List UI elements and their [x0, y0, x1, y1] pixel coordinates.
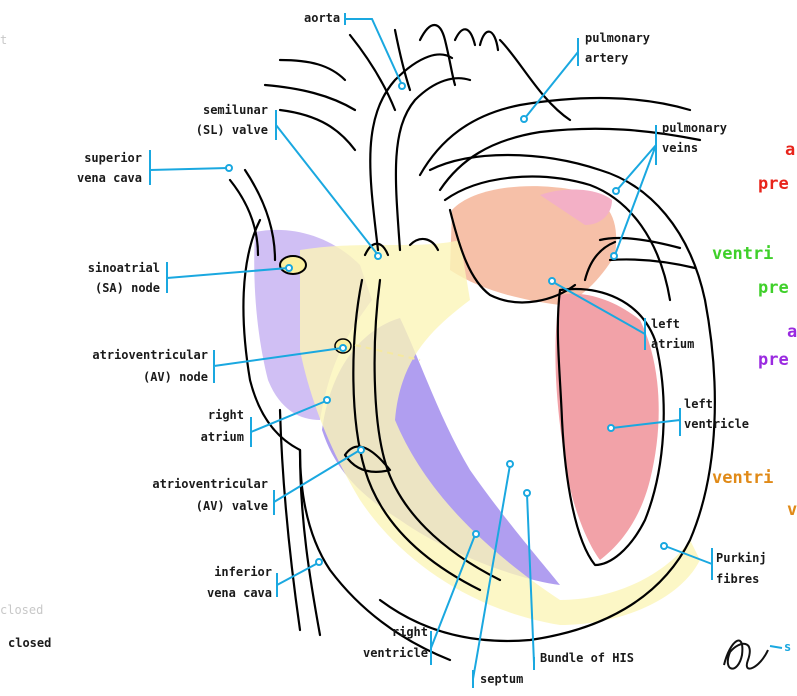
cropped-text-right-8: v [787, 500, 797, 520]
label-right-ventricle-2: ventricle [330, 643, 428, 663]
label-pulmonary-artery-2: artery [585, 48, 628, 68]
label-pulmonary-veins-2: veins [662, 138, 698, 158]
superior-vena-cava-leader [150, 150, 228, 185]
label-atrioventricular-node-2: (AV) node [0, 367, 208, 387]
sa-node [280, 256, 306, 274]
signature-mark [724, 641, 782, 669]
cropped-text-right-5: a [787, 322, 797, 342]
cropped-text-right-1: a [785, 140, 795, 160]
aorta-leader [345, 13, 402, 85]
label-left-ventricle-1: left [684, 394, 713, 414]
signature-tail-text: s [784, 637, 791, 657]
label-atrioventricular-node-1: atrioventricular [0, 345, 208, 365]
label-av-valve-1: atrioventricular [60, 474, 268, 494]
cropped-text-top-left: t [0, 30, 7, 50]
cropped-text-right-2: pre [758, 174, 789, 194]
label-superior-vena-cava-2: vena cava [30, 168, 142, 188]
label-sinoatrial-1: sinoatrial [20, 258, 160, 278]
cropped-text-closed-2: closed [8, 633, 51, 653]
label-purkinje-2: fibres [716, 569, 759, 589]
label-purkinje-1: Purkinj [716, 548, 767, 568]
label-superior-vena-cava-1: superior [30, 148, 142, 168]
label-pulmonary-artery-1: pulmonary [585, 28, 650, 48]
label-left-atrium-1: left [651, 314, 680, 334]
label-sinoatrial-2: (SA) node [20, 278, 160, 298]
cropped-text-right-3: ventri [712, 244, 773, 264]
pulmonary-artery-leader [525, 38, 578, 118]
label-semilunar-2: (SL) valve [150, 120, 268, 140]
label-right-atrium-2: atrium [140, 427, 244, 447]
label-inferior-vena-cava-1: inferior [150, 562, 272, 582]
label-left-atrium-2: atrium [651, 334, 694, 354]
label-av-valve-2: (AV) valve [60, 496, 268, 516]
label-right-atrium-1: right [140, 405, 244, 425]
cropped-text-right-4: pre [758, 278, 789, 298]
label-semilunar-1: semilunar [150, 100, 268, 120]
label-right-ventricle-1: right [330, 622, 428, 642]
cropped-text-right-7: ventri [712, 468, 773, 488]
cropped-text-closed-1: closed [0, 600, 43, 620]
cropped-text-right-6: pre [758, 350, 789, 370]
label-aorta: aorta [304, 8, 340, 28]
label-bundle-of-his: Bundle of HIS [540, 648, 634, 668]
label-left-ventricle-2: ventricle [684, 414, 749, 434]
pulmonary-veins-leader [615, 125, 656, 255]
label-septum: septum [480, 669, 523, 689]
label-inferior-vena-cava-2: vena cava [150, 583, 272, 603]
label-pulmonary-veins-1: pulmonary [662, 118, 727, 138]
